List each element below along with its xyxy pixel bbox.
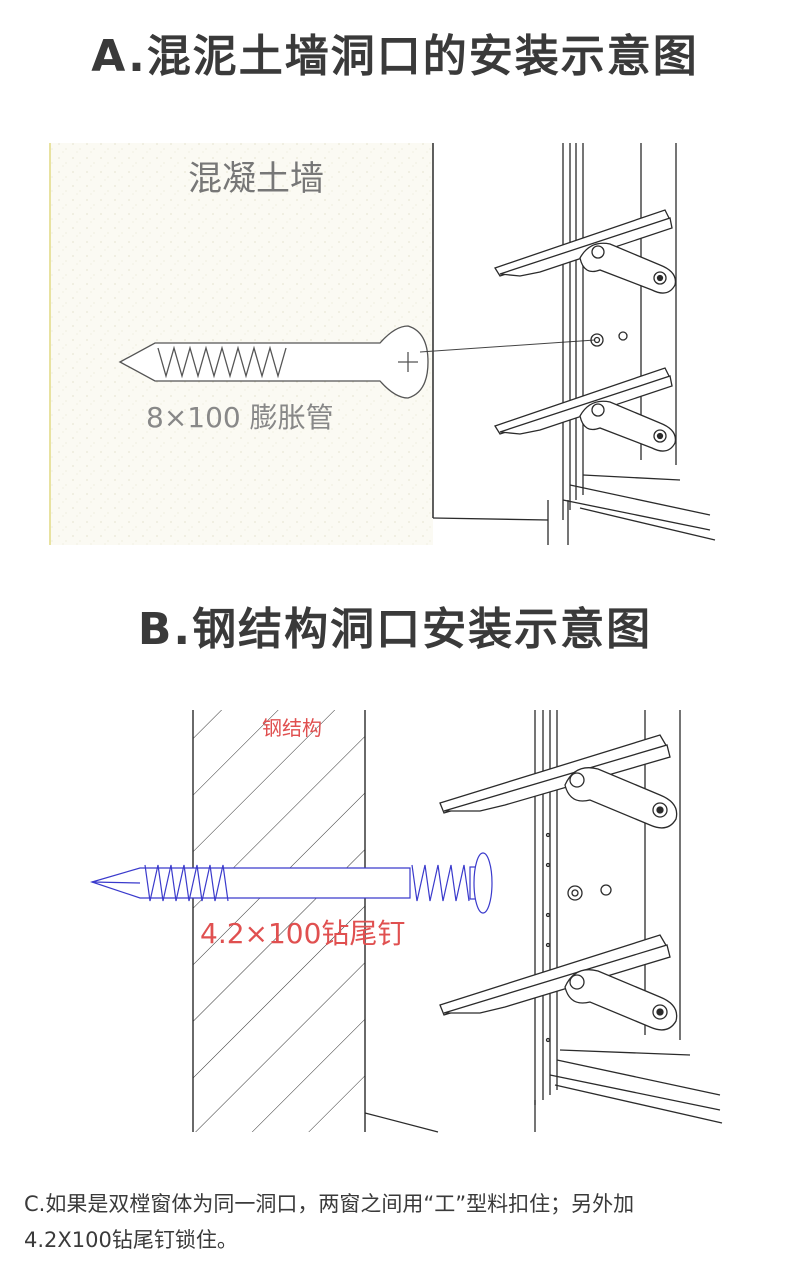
concrete-wall-diagram: 混凝土墙 8×100 膨胀管 xyxy=(49,143,716,545)
mounting-clip-upper xyxy=(494,209,677,294)
steel-structure xyxy=(193,710,365,1132)
screw-label: 4.2×100钻尾钉 xyxy=(200,917,405,950)
steel-wall-label: 钢结构 xyxy=(262,716,322,740)
note-line-2: 4.2X100钻尾钉锁住。 xyxy=(24,1228,238,1252)
installation-note: C.如果是双樘窗体为同一洞口，两窗之间用“工”型料扣住；另外加 4.2X100钻… xyxy=(24,1186,769,1258)
mounting-clip-upper-b xyxy=(439,734,678,829)
steel-structure-diagram: 钢结构 4.2×100钻尾钉 xyxy=(89,710,723,1133)
concrete-wall-label: 混凝土墙 xyxy=(188,159,324,199)
section-a-title: A.混泥土墙洞口的安装示意图 xyxy=(91,31,699,82)
window-frame xyxy=(432,143,716,545)
section-b-title: B.钢结构洞口安装示意图 xyxy=(137,604,653,655)
mounting-clip-lower xyxy=(494,367,677,452)
mounting-clip-lower-b xyxy=(439,934,678,1031)
self-drilling-screw xyxy=(89,852,493,914)
note-line-1: C.如果是双樘窗体为同一洞口，两窗之间用“工”型料扣住；另外加 xyxy=(24,1192,635,1216)
expansion-anchor xyxy=(118,325,429,399)
anchor-label: 8×100 膨胀管 xyxy=(146,401,334,434)
